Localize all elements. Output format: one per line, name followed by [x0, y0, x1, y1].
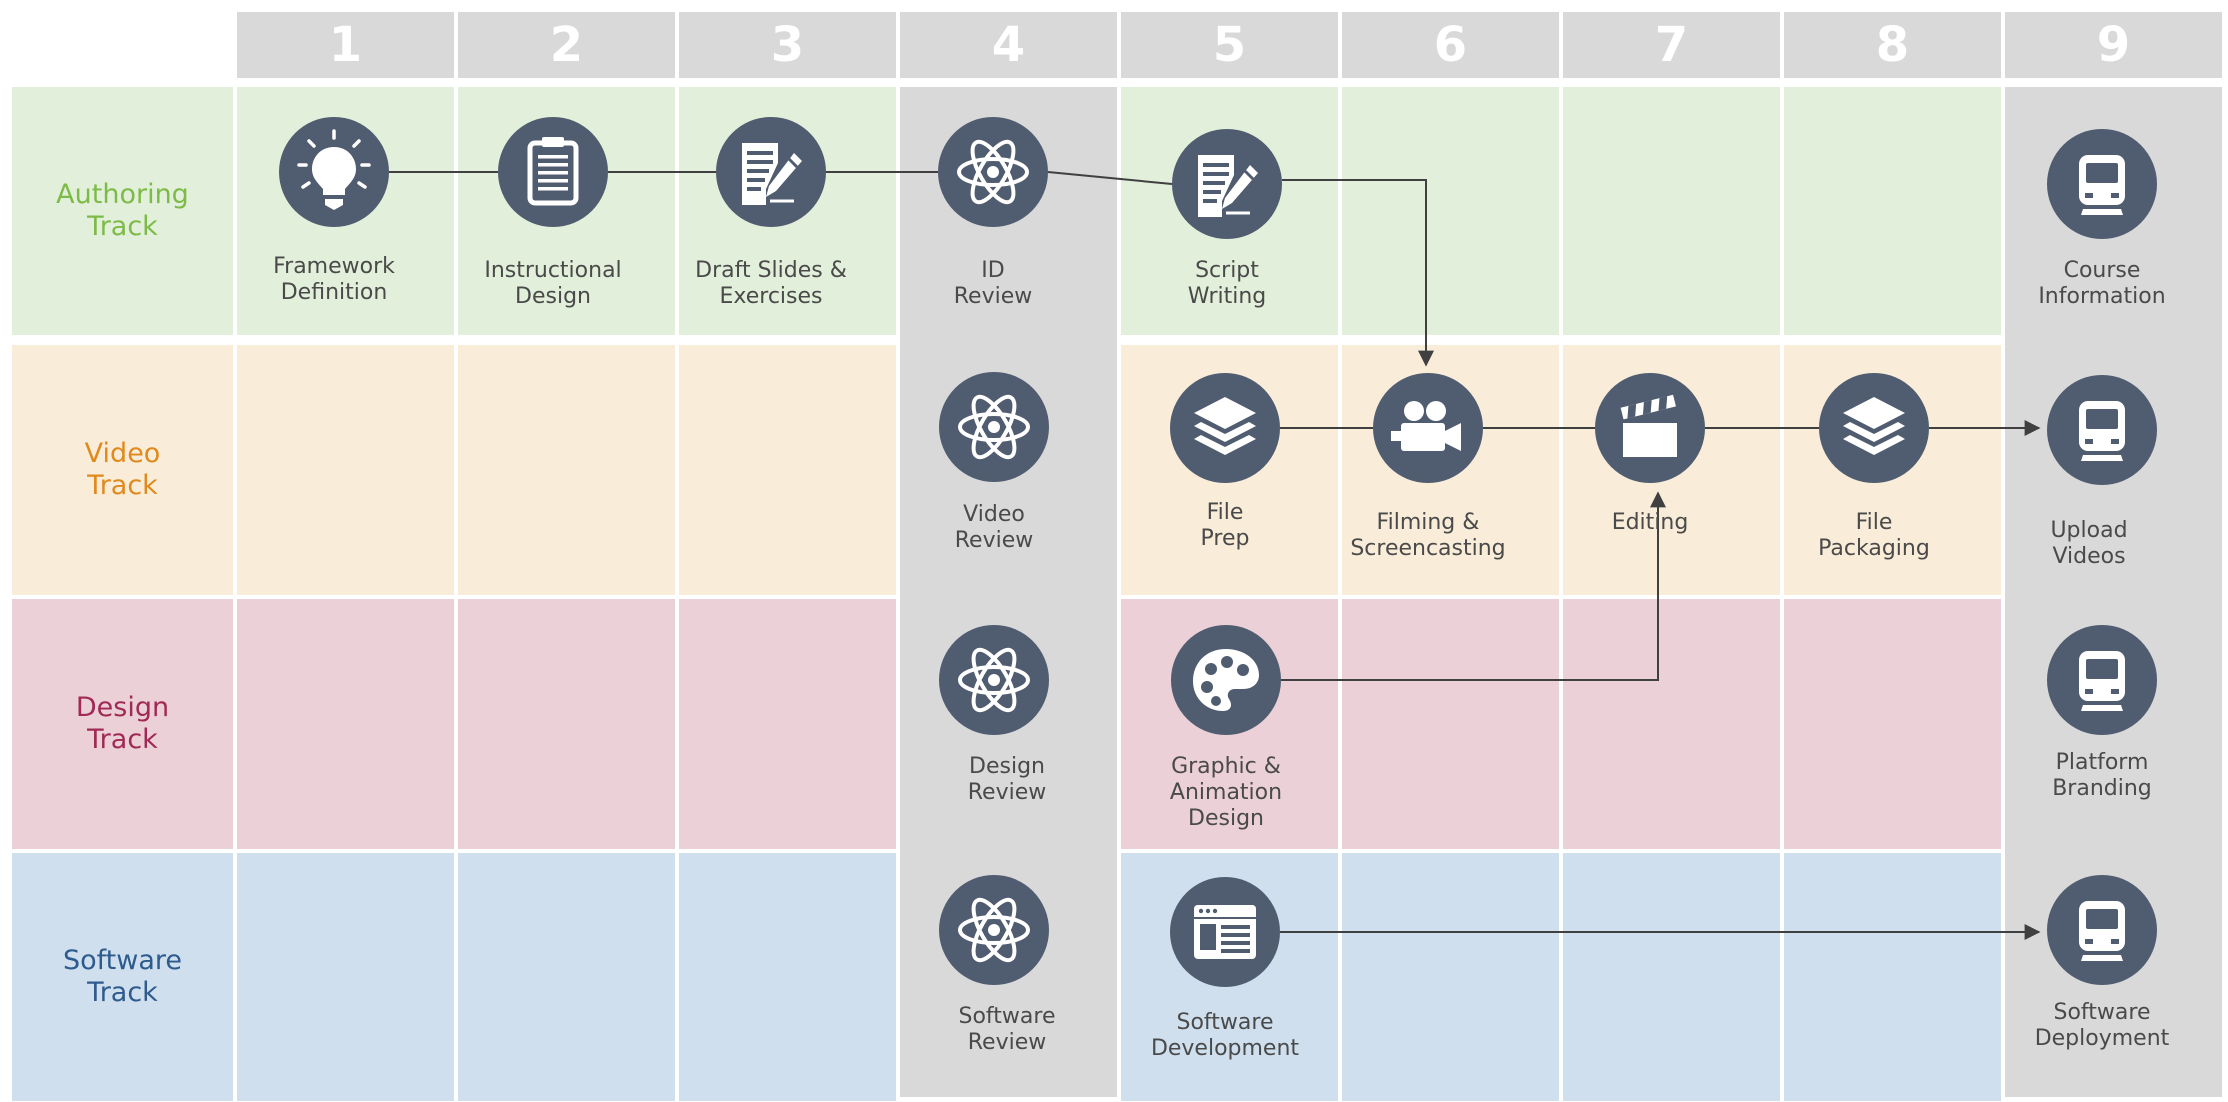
track-label: Software Track	[12, 853, 233, 1101]
step-label: Platform Branding	[2052, 750, 2152, 801]
grid-cell	[237, 853, 454, 1101]
grid-cell	[1342, 599, 1559, 849]
clapperboard-icon	[1620, 394, 1677, 457]
column-header-4: 4	[900, 12, 1117, 78]
grid-cell	[1784, 853, 2001, 1101]
atom-node[interactable]	[938, 117, 1048, 227]
step-label: Software Development	[1150, 1010, 1300, 1061]
clapperboard-node[interactable]	[1595, 373, 1705, 483]
connector-n4-n5	[1047, 171, 1173, 185]
grid-cell	[1563, 599, 1780, 849]
step-label: Draft Slides & Exercises	[695, 258, 847, 309]
step-label: ID Review	[953, 258, 1033, 309]
browser-window-icon	[1194, 905, 1256, 959]
step-label: Filming & Screencasting	[1350, 510, 1506, 561]
train-node[interactable]	[2047, 129, 2157, 239]
grid-cell	[1342, 853, 1559, 1101]
step-label: Video Review	[954, 502, 1034, 553]
track-label: Authoring Track	[12, 87, 233, 335]
grid-cell	[458, 853, 675, 1101]
lightbulb-node[interactable]	[279, 117, 389, 227]
clipboard-icon	[527, 137, 579, 206]
layers-node[interactable]	[1170, 373, 1280, 483]
train-node[interactable]	[2047, 875, 2157, 985]
train-icon	[2079, 651, 2125, 711]
step-label: Instructional Design	[484, 258, 622, 309]
train-icon	[2079, 901, 2125, 961]
layers-icon	[1194, 397, 1256, 455]
palette-node[interactable]	[1171, 625, 1281, 735]
track-label: Video Track	[12, 345, 233, 595]
document-pen-icon	[742, 143, 802, 205]
column-header-6: 6	[1342, 12, 1559, 78]
grid-cell	[237, 599, 454, 849]
column-header-3: 3	[679, 12, 896, 78]
layers-node[interactable]	[1819, 373, 1929, 483]
lightbulb-icon	[297, 129, 371, 210]
browser-window-node[interactable]	[1170, 877, 1280, 987]
step-label: Software Deployment	[2034, 1000, 2170, 1051]
atom-node[interactable]	[939, 372, 1049, 482]
column-header-5: 5	[1121, 12, 1338, 78]
step-label: Script Writing	[1187, 258, 1267, 309]
palette-icon	[1193, 649, 1259, 711]
column-header-1: 1	[237, 12, 454, 78]
track-label: Design Track	[12, 599, 233, 849]
document-pen-icon	[1198, 155, 1258, 217]
grid-cell	[1784, 87, 2001, 335]
grid-cell	[1563, 87, 1780, 335]
column-header-2: 2	[458, 12, 675, 78]
train-icon	[2079, 155, 2125, 215]
grid-cell	[679, 345, 896, 595]
column-header-8: 8	[1784, 12, 2001, 78]
grid-cell	[458, 599, 675, 849]
step-label: File Packaging	[1818, 510, 1930, 561]
column-header-7: 7	[1563, 12, 1780, 78]
column-header-9: 9	[2005, 12, 2222, 78]
grid-cell	[1342, 87, 1559, 335]
grid-cell	[679, 853, 896, 1101]
grid-cell	[458, 345, 675, 595]
clipboard-node[interactable]	[498, 117, 608, 227]
atom-node[interactable]	[939, 625, 1049, 735]
grid-cell	[1784, 599, 2001, 849]
step-label: Framework Definition	[273, 254, 395, 305]
grid-cell	[1563, 853, 1780, 1101]
atom-icon	[958, 897, 1030, 963]
video-camera-icon	[1391, 401, 1461, 451]
step-label: Upload Videos	[2050, 518, 2128, 569]
step-label: Editing	[1611, 510, 1689, 535]
document-pen-node[interactable]	[716, 117, 826, 227]
step-label: Software Review	[958, 1004, 1056, 1055]
document-pen-node[interactable]	[1172, 129, 1282, 239]
step-label: Graphic & Animation Design	[1169, 754, 1283, 831]
connector-n14-n10	[1281, 491, 1666, 681]
train-icon	[2079, 401, 2125, 461]
grid-cell	[237, 345, 454, 595]
atom-icon	[958, 647, 1030, 713]
video-camera-node[interactable]	[1373, 373, 1483, 483]
atom-icon	[957, 139, 1029, 205]
train-node[interactable]	[2047, 625, 2157, 735]
step-label: File Prep	[1200, 500, 1250, 551]
atom-node[interactable]	[939, 875, 1049, 985]
layers-icon	[1843, 397, 1905, 455]
step-label: Design Review	[967, 754, 1047, 805]
train-node[interactable]	[2047, 375, 2157, 485]
connector-n5-n9	[1282, 179, 1434, 367]
atom-icon	[958, 394, 1030, 460]
grid-cell	[679, 599, 896, 849]
step-label: Course Information	[2038, 258, 2166, 309]
